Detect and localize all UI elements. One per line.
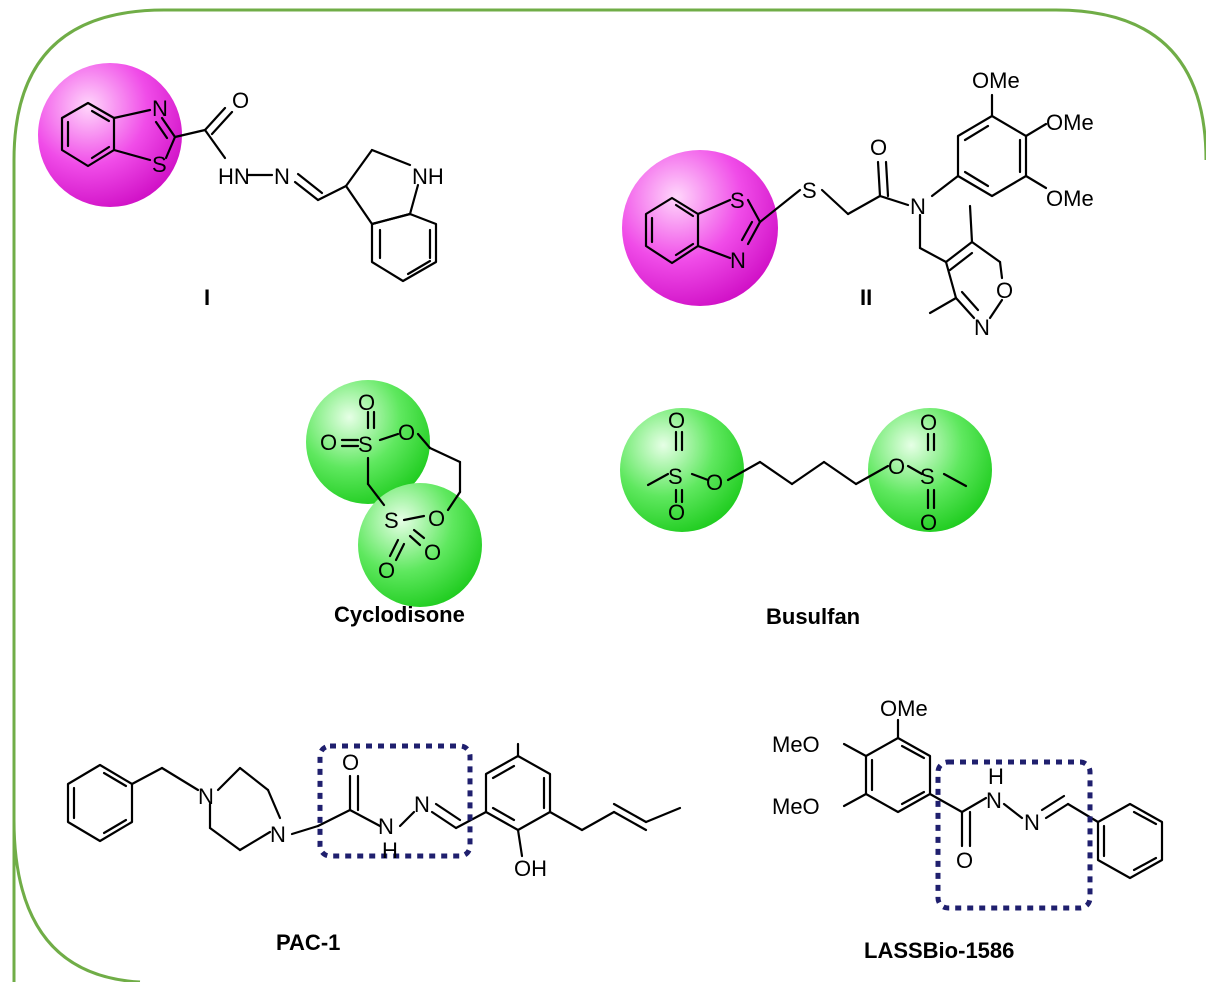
compound-label-busulfan: Busulfan — [766, 604, 860, 629]
atom-cyc-O1: O — [358, 390, 375, 415]
atom-II-O: O — [870, 135, 887, 160]
atom-I-O: O — [232, 88, 249, 113]
atom-pac-O: O — [342, 750, 359, 775]
atom-bus-O4: O — [888, 454, 905, 479]
atom-pac-N4: N — [414, 792, 430, 817]
atom-I-NH: NH — [412, 164, 444, 189]
atom-II-OMe3: OMe — [1046, 186, 1094, 211]
atom-cyc-O2: O — [320, 430, 337, 455]
atom-bus-O2: O — [668, 500, 685, 525]
atom-cyc-O4: O — [428, 506, 445, 531]
hydrazone-box-lassbio — [935, 759, 1093, 911]
benzothiazole-highlight-I — [38, 63, 182, 207]
atom-las-N2: N — [1024, 810, 1040, 835]
compound-label-II: II — [860, 285, 872, 310]
atom-II-S1: S — [730, 188, 745, 213]
sulfonate-highlight-busulfan-2 — [868, 408, 992, 532]
atom-bus-S1: S — [668, 464, 683, 489]
atom-cyc-S2: S — [384, 508, 399, 533]
atom-cyc-S1: S — [358, 432, 373, 457]
atom-las-N1: N — [986, 788, 1002, 813]
atom-pac-N2: N — [270, 822, 286, 847]
atom-las-O: O — [956, 848, 973, 873]
atom-II-OMe1: OMe — [972, 68, 1020, 93]
atom-las-MeO1: MeO — [772, 732, 820, 757]
sulfonate-highlight-cyclodisone-1 — [306, 380, 430, 504]
atom-II-OMe2: OMe — [1046, 110, 1094, 135]
atom-I-HN: HN — [218, 164, 250, 189]
atom-bus-O6: O — [920, 510, 937, 535]
benzothiazole-highlight-II — [622, 150, 778, 306]
sulfonate-highlight-busulfan-1 — [620, 408, 744, 532]
atom-II-N1: N — [730, 248, 746, 273]
frame-bottom-corner — [12, 819, 141, 982]
atom-cyc-O5: O — [424, 540, 441, 565]
atom-pac-N3: N — [378, 814, 394, 839]
compound-label-I: I — [204, 285, 210, 310]
frame-border — [12, 8, 1206, 982]
atom-bus-S2: S — [920, 464, 935, 489]
compound-pac1 — [66, 742, 682, 858]
atom-las-H: H — [988, 764, 1004, 789]
compound-cyclodisone — [306, 380, 482, 607]
atom-pac-OH: OH — [514, 856, 547, 881]
atom-cyc-O6: O — [378, 558, 395, 583]
atom-II-O2: O — [996, 278, 1013, 303]
compound-I — [38, 63, 438, 283]
compound-busulfan — [620, 408, 992, 532]
atom-pac-H: H — [382, 838, 398, 863]
atom-bus-O1: O — [668, 408, 685, 433]
hydrazone-box-pac1 — [317, 743, 473, 859]
atom-I-N: N — [152, 96, 168, 121]
compound-II — [622, 93, 1048, 320]
atom-bus-O3: O — [706, 470, 723, 495]
compound-label-cyclodisone: Cyclodisone — [334, 602, 465, 627]
atom-las-OMe: OMe — [880, 696, 928, 721]
atom-bus-O5: O — [920, 410, 937, 435]
compound-label-lassbio: LASSBio-1586 — [864, 938, 1014, 963]
atom-II-N3: N — [974, 315, 990, 340]
atom-pac-N1: N — [198, 784, 214, 809]
atom-I-S: S — [152, 152, 167, 177]
atom-II-N2: N — [910, 194, 926, 219]
compound-lassbio — [842, 718, 1164, 880]
atom-II-S2: S — [802, 178, 817, 203]
compound-label-pac1: PAC-1 — [276, 930, 340, 955]
atom-I-N2: N — [274, 164, 290, 189]
atom-las-MeO2: MeO — [772, 794, 820, 819]
atom-cyc-O3: O — [398, 420, 415, 445]
